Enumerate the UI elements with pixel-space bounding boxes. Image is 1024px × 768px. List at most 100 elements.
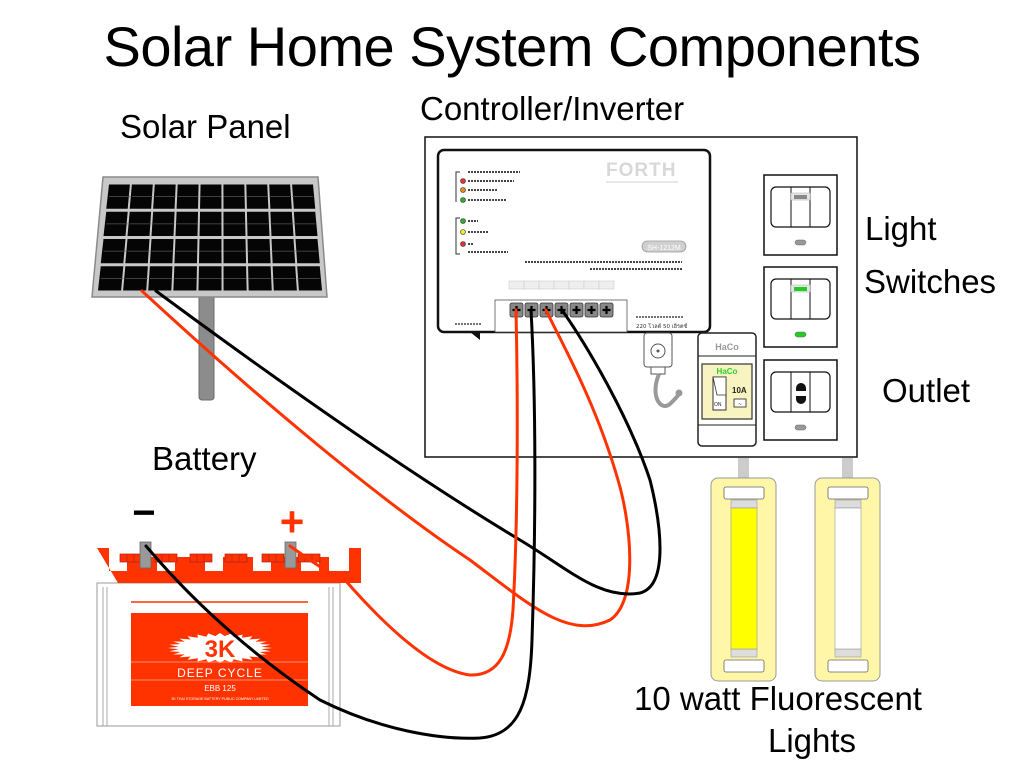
- breaker-rating: 10A: [732, 386, 747, 395]
- ac-symbol: ~: [738, 402, 742, 408]
- led-indicator: [460, 187, 466, 193]
- wiring: [140, 289, 662, 740]
- led-indicator: [460, 178, 466, 184]
- slide-title: Solar Home System Components: [103, 15, 921, 78]
- solar-panel-label: Solar Panel: [120, 108, 291, 145]
- battery-model: EBB 125: [204, 684, 236, 693]
- terminal-label: [583, 280, 600, 290]
- light-switch-plate[interactable]: [763, 266, 838, 348]
- terminal-label: [553, 280, 570, 290]
- outlet-slot-top: [796, 383, 806, 391]
- breaker-brand-top: HaCo: [715, 342, 739, 352]
- toggle-lever: [712, 376, 727, 396]
- cord-end: [675, 389, 683, 397]
- pilot-light: [794, 424, 807, 431]
- led-indicator: [460, 197, 466, 203]
- led-indicator: [460, 218, 466, 224]
- battery: − + 3K DEEP CYCLE EBB 125 3K THAI STORAG…: [96, 491, 361, 727]
- led-indicator: [460, 241, 466, 247]
- plate-rocker-area: [770, 371, 831, 413]
- wire-panel-positive: [140, 289, 632, 628]
- terminal-label: [538, 280, 555, 290]
- pilot-light: [794, 331, 807, 338]
- model-badge: [641, 240, 687, 253]
- circuit-breaker: HaCo HaCo ON 10A ~: [697, 332, 757, 447]
- breaker-ac-mark: [733, 398, 747, 408]
- cell-cap: [119, 553, 143, 563]
- wire-panel-negative: [154, 289, 662, 596]
- pilot-light: [794, 239, 807, 246]
- tube-cap-top: [730, 499, 758, 509]
- cell-cap: [224, 553, 248, 563]
- battery-type: DEEP CYCLE: [177, 666, 263, 680]
- wire-battery-positive: [288, 308, 519, 677]
- lamp-mount: [842, 458, 853, 478]
- outlet-slot-bottom: [796, 396, 806, 404]
- terminal-label: [568, 280, 585, 290]
- terminal-label: [508, 280, 525, 290]
- controller-brand: FORTH: [606, 160, 676, 181]
- battery-label: Battery: [152, 440, 257, 477]
- breaker-brand-face: HaCo: [717, 367, 738, 376]
- lamp-mount: [738, 458, 749, 478]
- tube-cap-bottom: [730, 648, 758, 658]
- negative-symbol: −: [132, 491, 155, 535]
- light-switches-label-line2: Switches: [864, 263, 997, 300]
- plug-collar: [650, 366, 666, 375]
- fluorescent-lamp: [710, 458, 777, 682]
- tube-cap-top: [834, 499, 862, 509]
- fluorescent-label-line2: Lights: [768, 722, 857, 759]
- description-text-lines: [455, 261, 684, 325]
- ac-plug: [643, 332, 683, 408]
- fluorescent-label-line1: 10 watt Fluorescent: [634, 680, 922, 717]
- starburst-logo: [168, 633, 272, 663]
- lamp-tube-unlit: [834, 507, 862, 650]
- screw-cross: [587, 306, 596, 314]
- terminal-label: [598, 280, 615, 290]
- panel-cells: [98, 184, 322, 291]
- wire-battery-negative: [144, 308, 537, 740]
- breaker-state: ON: [714, 402, 722, 408]
- screw-cross: [602, 306, 611, 314]
- fluorescent-lamp: [814, 458, 881, 682]
- neg-terminal-post: [139, 541, 152, 569]
- pos-terminal-post: [284, 541, 297, 569]
- controller-mount-tab: [470, 332, 480, 340]
- controller-board: FORTH SH-1212M 220 โวลต์ 50 เฮิรตซ์: [424, 136, 858, 458]
- light-switch-plate[interactable]: [763, 174, 838, 256]
- wall-plates: [763, 174, 838, 441]
- tube-cap-bottom: [834, 648, 862, 658]
- terminal-label: [523, 280, 540, 290]
- breaker-face: [701, 363, 753, 420]
- fluorescent-lamps: [710, 458, 881, 682]
- lamp-holder-top: [827, 486, 869, 500]
- switch-indicator-off: [794, 195, 807, 199]
- outlet-label: Outlet: [882, 372, 971, 409]
- led-bracket-1: [455, 171, 460, 202]
- plate-rocker-area: [770, 278, 831, 320]
- plug-socket-pin: [656, 349, 660, 353]
- led-text-lines: [468, 171, 520, 253]
- charge-controller: FORTH SH-1212M 220 โวลต์ 50 เฮิรตซ์: [436, 148, 712, 340]
- battery-company: 3K THAI STORAGE BATTERY PUBLIC COMPANY L…: [171, 697, 269, 701]
- cell-cap: [261, 553, 285, 563]
- controller-label: Controller/Inverter: [420, 90, 685, 127]
- led-indicator: [460, 229, 466, 235]
- controller-body: [436, 148, 712, 334]
- plate-rocker-area: [770, 186, 831, 228]
- model-badge-text: SH-1212M: [647, 245, 681, 252]
- rating-text: 220 โวลต์ 50 เฮิรตซ์: [636, 322, 687, 330]
- light-switches-label-line1: Light: [865, 210, 937, 247]
- battery-lid: [97, 548, 361, 583]
- lamp-holder-top: [723, 486, 765, 500]
- outlet-plate[interactable]: [763, 359, 838, 441]
- battery-brand: 3K: [205, 636, 236, 663]
- lamp-holder-bottom: [827, 659, 869, 673]
- lamp-tube-lit: [730, 507, 758, 650]
- switch-indicator-on: [794, 287, 807, 291]
- solar-panel: [91, 176, 328, 401]
- cell-cap: [189, 553, 213, 563]
- lamp-holder-bottom: [723, 659, 765, 673]
- led-bracket-2: [455, 217, 460, 255]
